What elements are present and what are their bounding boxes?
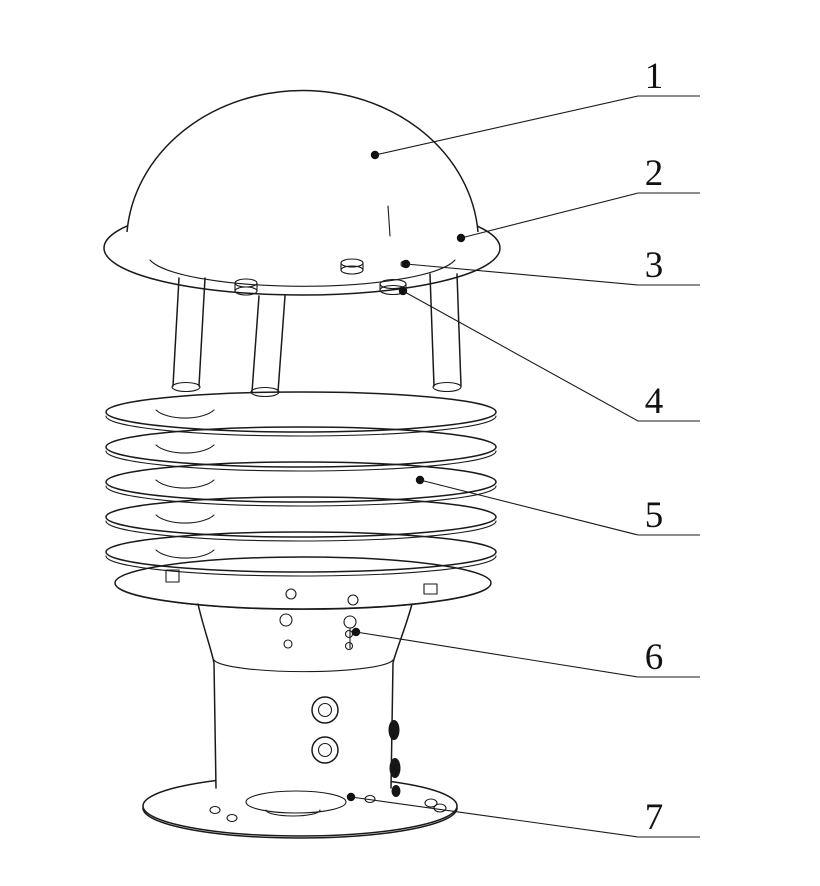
leader-line-4 (402, 290, 700, 422)
callout-number-2: 2 (645, 153, 664, 194)
bolt-lower (311, 736, 339, 764)
leader-line-6 (355, 631, 700, 678)
callouts: 1 2 3 4 5 6 7 (346, 56, 700, 838)
callout-1: 1 (370, 56, 700, 160)
flange-notch-b (433, 803, 447, 813)
right-column-foot (432, 381, 462, 393)
leader-line-5 (419, 479, 700, 536)
base-flange (142, 775, 458, 839)
louver (105, 496, 497, 542)
louver (105, 391, 497, 437)
left-column (172, 277, 206, 387)
callout-number-5: 5 (645, 495, 664, 536)
main-body (197, 588, 413, 797)
leader-line-2 (460, 192, 700, 239)
flange-center-arc (265, 809, 321, 817)
callout-3: 3 (401, 245, 700, 286)
dome-seam (387, 205, 391, 237)
body-hole-1 (285, 588, 297, 600)
flange-hole-2 (226, 813, 238, 823)
leader-line-3 (405, 263, 700, 286)
shield-bottom-plate (114, 556, 492, 610)
callout-number-1: 1 (645, 56, 664, 97)
callout-number-6: 6 (645, 637, 664, 678)
callout-5: 5 (415, 475, 700, 536)
side-port-1 (388, 720, 400, 740)
ring-underside-plate (149, 259, 456, 287)
callout-6: 6 (351, 627, 700, 678)
underside-sensor-left (234, 278, 258, 296)
flange-rim-thickness (142, 807, 458, 839)
screw-stack (343, 615, 357, 651)
body-left-edge (197, 603, 217, 789)
body-right-edge (390, 603, 413, 789)
dome-outline (126, 89, 479, 233)
body-hole-2 (347, 594, 359, 606)
leader-line-7 (350, 796, 700, 838)
right-column (429, 273, 462, 387)
flange-hole-1 (209, 805, 221, 815)
body-hole-3 (279, 613, 293, 627)
flange-center-ring (245, 790, 347, 814)
flange-notch-a (424, 798, 438, 808)
support-columns (171, 273, 462, 398)
callout-number-3: 3 (645, 245, 664, 286)
callout-number-7: 7 (645, 797, 664, 838)
callout-4: 4 (398, 286, 700, 422)
louver (105, 531, 497, 577)
body-fill (198, 604, 412, 788)
louver (105, 461, 497, 507)
bolt-upper (311, 696, 339, 724)
leader-line-1 (374, 95, 700, 156)
body-hole-4 (283, 639, 293, 649)
callout-number-4: 4 (645, 381, 664, 422)
louver (105, 426, 497, 472)
left-column-foot (171, 381, 201, 393)
dome (126, 89, 479, 237)
side-port-2 (389, 758, 401, 778)
side-port-3 (391, 785, 401, 797)
callout-7: 7 (346, 792, 700, 838)
middle-column (251, 295, 286, 393)
louver-stack (105, 391, 497, 610)
underside-sensor-mid (340, 258, 364, 275)
callout-2: 2 (456, 153, 700, 243)
body-seam (213, 659, 394, 673)
